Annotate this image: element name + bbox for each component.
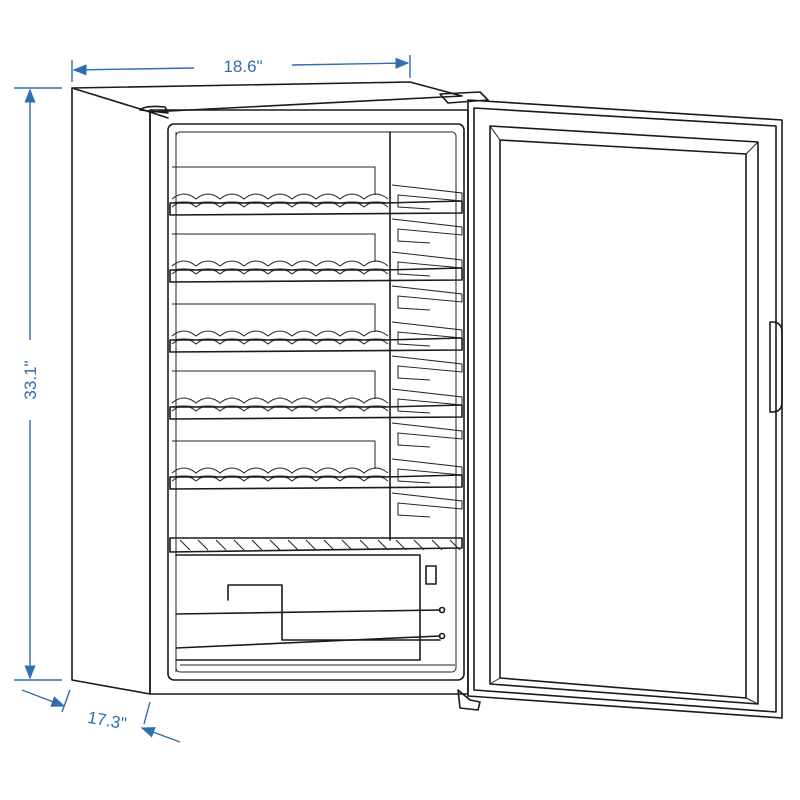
door-hinge-bottom [457, 689, 481, 711]
shelf-back-rail [172, 303, 376, 332]
cabinet-side [71, 87, 151, 695]
shelf-side-rail [391, 251, 463, 277]
shelf-side-rail [391, 422, 463, 448]
depth-label: 17.3" [86, 708, 128, 734]
shelf-side-rail [391, 388, 463, 414]
door-frame [467, 99, 783, 719]
bottom-shelf-slat [269, 539, 281, 551]
hinge-top [139, 105, 169, 114]
cabinet-top [71, 81, 463, 113]
shelf-back-rail [172, 166, 376, 195]
interior [167, 123, 465, 681]
shelf-wave-wire [171, 201, 389, 208]
bottom-shelf-slat [305, 539, 317, 551]
shelf-side-rail [391, 285, 463, 311]
height-label: 33.1" [21, 360, 40, 399]
shelf-side-rail [391, 184, 463, 210]
shelf-side-rail [391, 458, 463, 484]
wine-shelf [169, 267, 463, 283]
dimension-height: 33.1" [14, 87, 62, 681]
bottom-shelf-slat [377, 539, 389, 551]
shelf-wave-wire [171, 260, 389, 267]
shelf-side-rail [391, 321, 463, 347]
bottom-shelf-slat [413, 539, 425, 551]
shelf-side-rail [391, 218, 463, 244]
shelf-side-rail [391, 492, 463, 518]
shelf-wave-wire [171, 397, 389, 404]
bottom-shelf-slat [287, 539, 299, 551]
bottom-shelf-slat [251, 539, 263, 551]
bottom-shelf-slat [233, 539, 245, 551]
bottom-shelf-slat [341, 539, 353, 551]
bottom-shelf-slat [179, 539, 191, 551]
wine-shelf [169, 200, 463, 216]
shelf-wave-wire [171, 193, 389, 200]
control-panel-icon [425, 565, 437, 585]
door [467, 99, 783, 719]
cabinet [71, 81, 489, 711]
shelf-back-rail [172, 370, 376, 399]
door-hinge-top [439, 91, 489, 104]
dimension-width: 18.6" [71, 55, 411, 82]
bottom-shelf-slat [395, 539, 407, 551]
wine-shelf [169, 474, 463, 490]
door-handle [769, 321, 783, 413]
bottom-shelf-slat [449, 539, 461, 551]
lower-compartment [175, 554, 455, 666]
shelf-side-rail [391, 355, 463, 381]
bottom-shelf-slat [431, 539, 443, 551]
bottom-shelf-slat [323, 539, 335, 551]
shelf-back-rail [172, 233, 376, 262]
shelf-back-rail [172, 440, 376, 469]
wine-shelf [169, 337, 463, 353]
shelf-wave-wire [171, 330, 389, 337]
shelf-wave-wire [171, 338, 389, 345]
width-label: 18.6" [223, 57, 262, 76]
bottom-shelf-slat [215, 539, 227, 551]
shelf-wave-wire [171, 467, 389, 474]
bottom-shelf [169, 537, 463, 553]
shelf-wave-wire [171, 268, 389, 275]
shelf-wave-wire [171, 405, 389, 412]
bottom-shelf-slat [197, 539, 209, 551]
bottom-shelf-slat [359, 539, 371, 551]
wine-shelves [169, 166, 463, 553]
wine-shelf [169, 404, 463, 420]
shelf-wave-wire [171, 475, 389, 482]
dimension-depth: 17.3" [21, 689, 181, 743]
door-glass [499, 139, 747, 699]
